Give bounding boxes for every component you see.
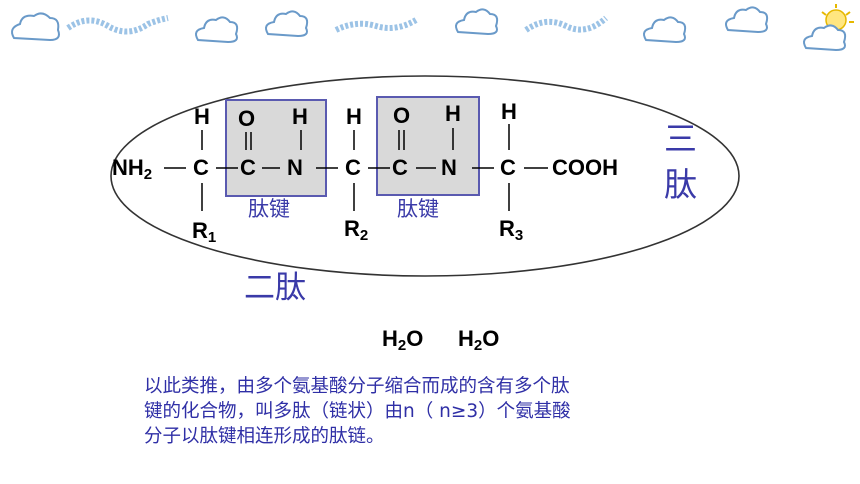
water-1-h: H: [382, 326, 398, 351]
peptide-bond-box-2: [376, 96, 480, 196]
amino-group: NH2: [112, 155, 153, 183]
atom-n-2: N: [441, 155, 457, 180]
r3-subscript: 3: [514, 227, 524, 244]
cloud-icon: [195, 16, 239, 44]
peptide-bond-label-2: 肽键: [397, 197, 439, 221]
amino-nh: NH: [112, 155, 144, 180]
bond-lines: [164, 124, 548, 211]
atom-h-3: H: [346, 104, 362, 129]
explanation-paragraph: 以此类推，由多个氨基酸分子缩合而成的含有多个肽 键的化合物，叫多肽（链状）由n（…: [144, 374, 734, 449]
peptide-bond-label-1: 肽键: [248, 197, 290, 221]
tripeptide-ellipse: [110, 75, 740, 277]
atom-c-4: C: [392, 155, 408, 180]
r-group-3: R3: [499, 216, 524, 244]
cloud-icon: [11, 12, 60, 42]
r-group-2: R2: [344, 216, 369, 244]
wave-icon: [524, 15, 609, 33]
atom-c-1: C: [193, 155, 209, 180]
cloud-icon: [725, 6, 769, 34]
peptide-bond-box-1: [225, 99, 327, 197]
atom-o-2: O: [393, 103, 411, 128]
atom-c-2: C: [240, 155, 256, 180]
atom-c-3: C: [345, 155, 361, 180]
water-2: H2O: [458, 326, 500, 354]
r1-letter: R: [192, 218, 208, 243]
carboxyl-group: COOH: [552, 155, 618, 180]
r1-subscript: 1: [207, 229, 217, 246]
water-2-o: O: [482, 326, 500, 351]
wave-icon: [334, 17, 418, 33]
water-1: H2O: [382, 326, 424, 354]
r2-letter: R: [344, 216, 360, 241]
cloud-icon: [455, 8, 499, 36]
dipeptide-label: 二肽: [244, 270, 306, 306]
cloud-icon: [643, 16, 687, 44]
water-2-h: H: [458, 326, 474, 351]
header-decoration: [11, 4, 854, 52]
r3-letter: R: [499, 216, 515, 241]
atom-o-1: O: [238, 106, 256, 131]
r-group-1: R1: [192, 218, 217, 246]
atom-c-5: C: [500, 155, 516, 180]
paragraph-line-1: 以此类推，由多个氨基酸分子缩合而成的含有多个肽: [144, 376, 570, 397]
atom-n-1: N: [287, 155, 303, 180]
wave-icon: [66, 15, 169, 35]
sun-cloud-icon: [803, 4, 854, 52]
tripeptide-label-top: 三: [664, 119, 697, 158]
r2-subscript: 2: [359, 227, 369, 244]
atom-h-2: H: [292, 104, 308, 129]
amino-subscript: 2: [143, 166, 153, 183]
cloud-icon: [265, 10, 309, 38]
tripeptide-label-bottom: 肽: [664, 165, 697, 204]
water-2-sub: 2: [473, 337, 483, 354]
water-1-sub: 2: [397, 337, 407, 354]
water-1-o: O: [406, 326, 424, 351]
atom-h-5: H: [501, 99, 517, 124]
atom-h-4: H: [445, 101, 461, 126]
paragraph-line-3: 分子以肽键相连形成的肽链。: [144, 426, 385, 447]
atom-h-1: H: [194, 104, 210, 129]
paragraph-line-2: 键的化合物，叫多肽（链状）由n（ n≥3）个氨基酸: [144, 401, 571, 422]
